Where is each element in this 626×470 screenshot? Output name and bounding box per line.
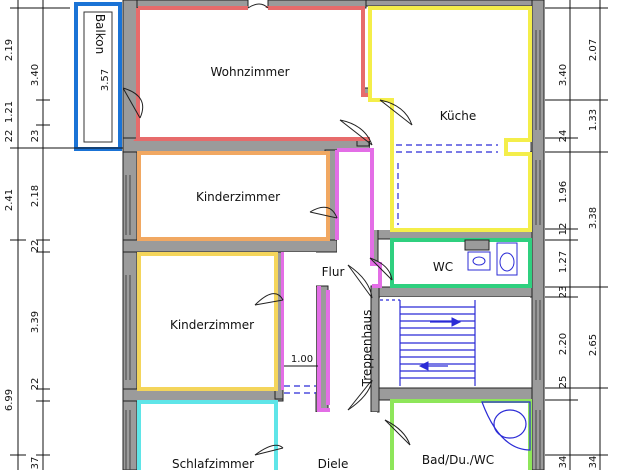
dim-left-outer-1: 2.19 bbox=[4, 39, 15, 61]
dim-left-outer-4: 2.41 bbox=[4, 189, 15, 211]
label-schlafzimmer: Schlafzimmer bbox=[172, 457, 254, 470]
dim-left-outer-3: 22 bbox=[4, 130, 15, 143]
dimension-lines bbox=[10, 0, 608, 470]
dim-left-inner-7: 37 bbox=[30, 457, 41, 470]
label-balkon-dim: 3.57 bbox=[100, 69, 111, 91]
dim-left-inner-5: 3.39 bbox=[30, 311, 41, 333]
label-flur: Flur bbox=[322, 265, 345, 279]
label-kinderzimmer-1: Kinderzimmer bbox=[196, 190, 280, 204]
dashed-lines bbox=[284, 144, 498, 394]
label-kueche: Küche bbox=[440, 109, 476, 123]
dim-left-outer-5: 6.99 bbox=[4, 389, 15, 411]
bathtub bbox=[481, 401, 531, 451]
dim-left-inner-2: 23 bbox=[30, 130, 41, 143]
dim-right-inner-9: 34 bbox=[558, 456, 569, 469]
dim-right-inner-7: 2.20 bbox=[558, 333, 569, 355]
door-arcs bbox=[122, 3, 413, 456]
right-outer-dimensions: 2.07 1.33 3.38 2.65 34 bbox=[588, 39, 599, 469]
room-kinderzimmer-1 bbox=[137, 151, 330, 241]
staircase bbox=[380, 299, 476, 386]
dim-left-inner-1: 3.40 bbox=[30, 64, 41, 86]
dim-right-outer-3: 3.38 bbox=[588, 207, 599, 229]
wc-fixtures bbox=[464, 239, 518, 276]
dim-left-inner-6: 22 bbox=[30, 378, 41, 391]
label-wohnzimmer: Wohnzimmer bbox=[210, 65, 289, 79]
dim-left-inner-4: 22 bbox=[30, 240, 41, 253]
label-treppenhaus: Treppenhaus bbox=[360, 310, 374, 388]
label-kinderzimmer-2: Kinderzimmer bbox=[170, 318, 254, 332]
room-treppenhaus bbox=[380, 297, 530, 387]
dim-right-inner-4: 12 bbox=[558, 223, 569, 236]
right-inner-dimensions: 3.40 24 1.96 12 1.27 23 2.20 25 34 bbox=[558, 64, 569, 469]
room-kueche bbox=[368, 6, 532, 232]
dim-left-outer-2: 1.21 bbox=[4, 101, 15, 123]
dim-right-inner-5: 1.27 bbox=[558, 251, 569, 273]
label-wc: WC bbox=[433, 260, 453, 274]
walls bbox=[122, 0, 545, 470]
dim-right-inner-2: 24 bbox=[558, 130, 569, 143]
room-kinderzimmer-2 bbox=[137, 252, 278, 391]
room-diele bbox=[284, 412, 377, 470]
dim-right-outer-2: 1.33 bbox=[588, 109, 599, 131]
dim-right-outer-1: 2.07 bbox=[588, 39, 599, 61]
left-inner-dimensions: 3.40 23 2.18 22 3.39 22 37 bbox=[30, 64, 41, 470]
left-outer-dimensions: 2.19 1.21 22 2.41 6.99 bbox=[4, 39, 15, 411]
stair-arrows bbox=[418, 317, 462, 371]
dim-right-inner-8: 25 bbox=[558, 376, 569, 389]
dim-right-outer-4: 2.65 bbox=[588, 334, 599, 356]
label-bad: Bad/Du./WC bbox=[422, 453, 494, 467]
dim-right-inner-1: 3.40 bbox=[558, 64, 569, 86]
room-balkon bbox=[74, 2, 122, 151]
dim-left-inner-3: 2.18 bbox=[30, 185, 41, 207]
room-schlafzimmer bbox=[137, 400, 278, 470]
label-flur-width: 1.00 bbox=[291, 354, 313, 365]
dim-right-outer-5: 34 bbox=[588, 456, 599, 469]
dim-right-inner-3: 1.96 bbox=[558, 181, 569, 203]
wall-hatching bbox=[125, 30, 541, 470]
room-wc bbox=[390, 238, 532, 288]
label-diele: Diele bbox=[318, 457, 349, 470]
dim-right-inner-6: 23 bbox=[558, 286, 569, 299]
label-balkon: Balkon bbox=[93, 14, 107, 54]
